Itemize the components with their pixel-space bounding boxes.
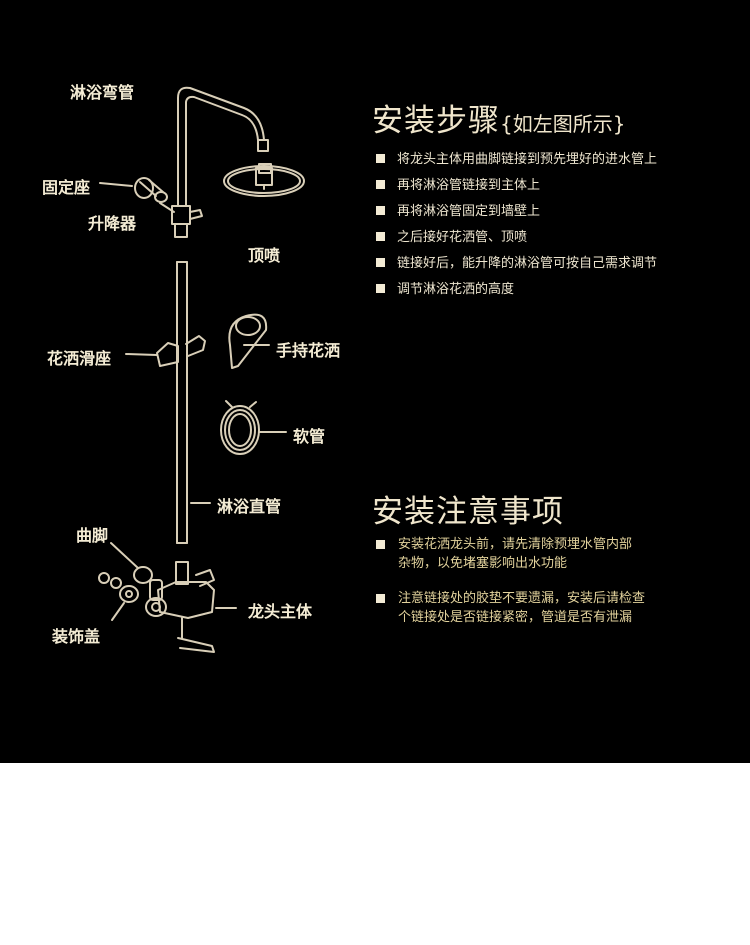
lifter — [159, 202, 203, 238]
bend-pipe — [177, 86, 269, 206]
step-item: 之后接好花洒管、顶喷 — [376, 226, 527, 245]
steps-title-main: 安装步骤 — [372, 103, 500, 139]
hose-coil — [220, 400, 287, 455]
label-mount-seat: 固定座 — [42, 178, 91, 197]
label-elbow: 曲脚 — [76, 526, 109, 545]
bullet-square — [376, 540, 385, 549]
top-spray-head — [223, 163, 305, 197]
bullet-square — [376, 594, 385, 603]
bullet-square — [376, 180, 385, 189]
step-item: 将龙头主体用曲脚链接到预先埋好的进水管上 — [376, 148, 657, 167]
label-cover: 装饰盖 — [52, 627, 101, 646]
mount-seat — [99, 177, 168, 203]
label-faucet-body: 龙头主体 — [248, 602, 313, 621]
label-slide-seat: 花洒滑座 — [47, 349, 112, 368]
label-hose: 软管 — [293, 427, 326, 446]
step-item: 调节淋浴花洒的高度 — [376, 278, 514, 297]
hand-shower — [228, 313, 270, 369]
step-item: 再将淋浴管链接到主体上 — [376, 174, 540, 193]
label-hand-shower: 手持花洒 — [276, 341, 341, 360]
straight-pipe — [176, 261, 188, 544]
notes-title: 安装注意事项 — [372, 494, 564, 530]
elbows-covers — [98, 542, 167, 621]
bullet-square — [376, 206, 385, 215]
step-item: 链接好后，能升降的淋浴管可按自己需求调节 — [376, 252, 657, 271]
label-straight-pipe: 淋浴直管 — [217, 497, 282, 516]
dark-panel — [0, 0, 750, 763]
faucet-body-art — [149, 561, 237, 653]
step-item: 再将淋浴管固定到墙壁上 — [376, 200, 540, 219]
label-bend-pipe: 淋浴弯管 — [70, 83, 135, 102]
steps-title: 安装步骤{如左图所示} — [372, 95, 625, 140]
label-top-spray: 顶喷 — [248, 246, 281, 265]
bullet-square — [376, 154, 385, 163]
slide-seat — [125, 335, 206, 367]
bullet-square — [376, 258, 385, 267]
steps-title-sub: {如左图所示} — [500, 112, 626, 136]
bullet-square — [376, 232, 385, 241]
shower-diagram — [98, 86, 305, 653]
label-lifter: 升降器 — [88, 214, 137, 233]
bullet-square — [376, 284, 385, 293]
